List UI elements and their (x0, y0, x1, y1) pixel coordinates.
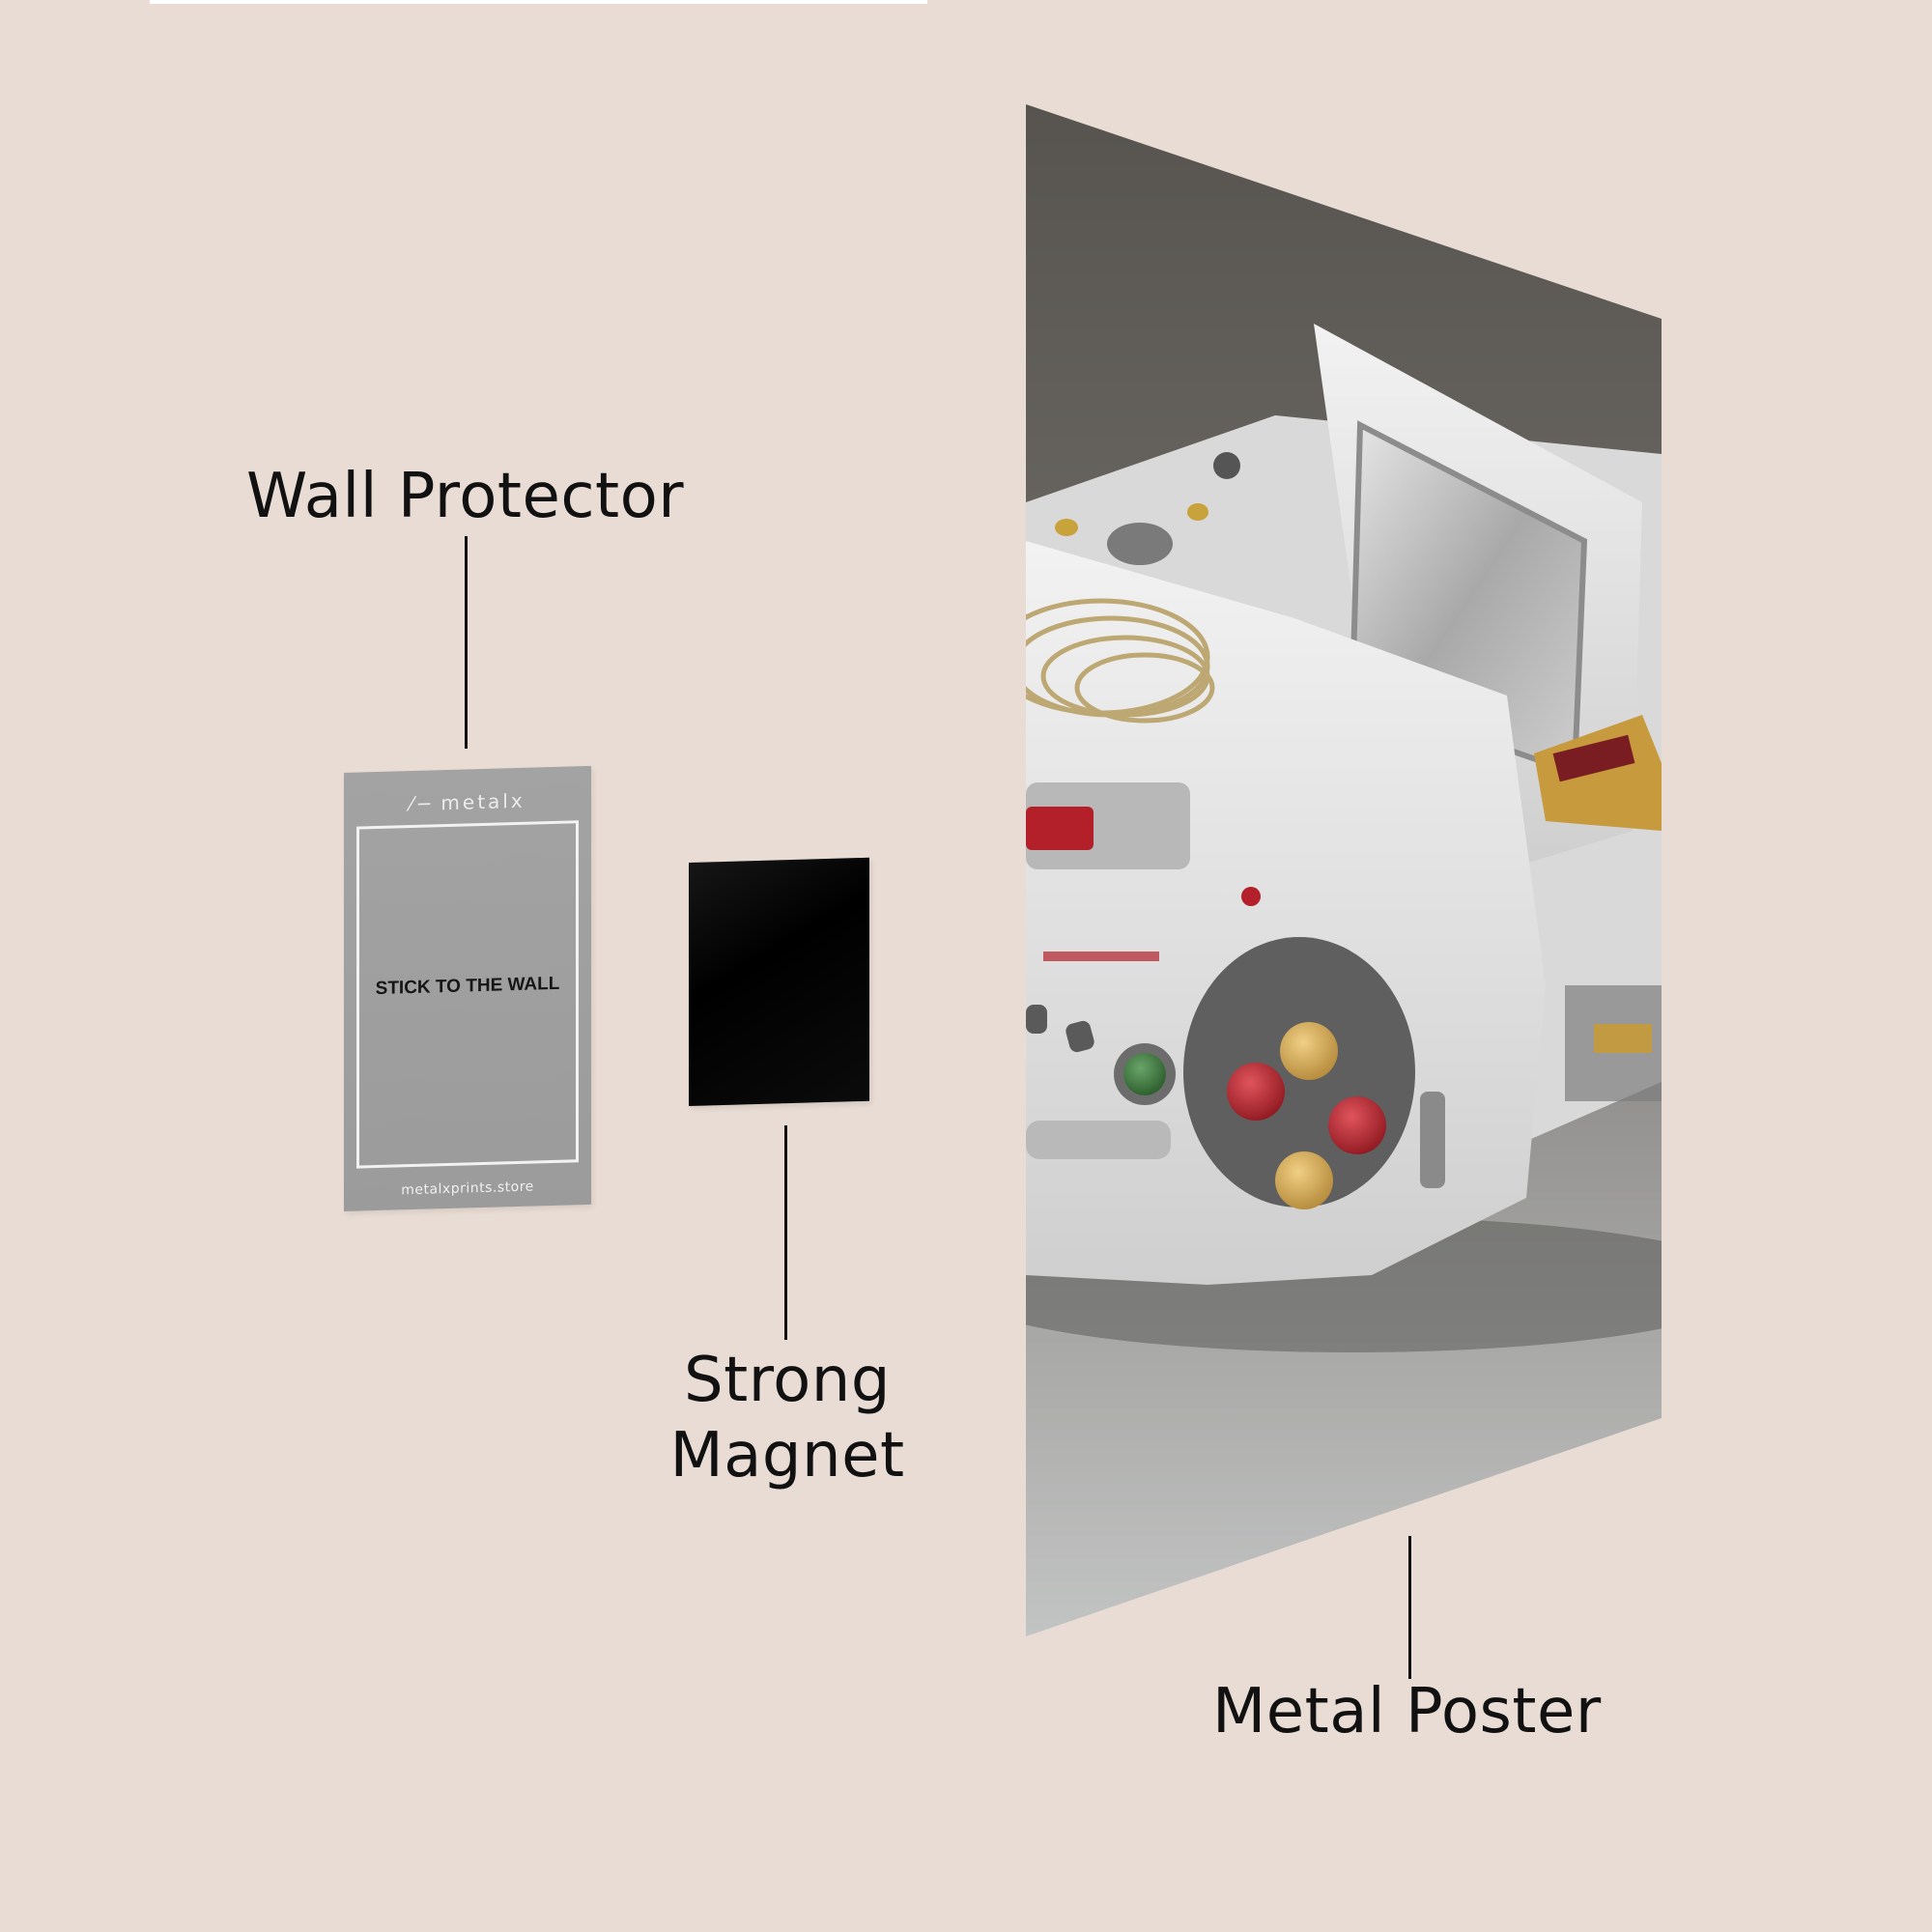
top-yellow-button-left (1055, 519, 1078, 536)
wall-protector-leader-line (465, 536, 468, 749)
metal-poster-label: Metal Poster (1212, 1676, 1602, 1747)
action-button-left (1227, 1063, 1285, 1121)
side-vent (1420, 1092, 1445, 1188)
top-small-button (1213, 452, 1240, 479)
action-button-bottom (1275, 1151, 1333, 1209)
metal-poster-leader-line (1408, 1536, 1411, 1679)
green-button (1123, 1053, 1166, 1095)
strong-magnet-label-line2: Magnet (669, 1420, 905, 1492)
status-light (1241, 887, 1261, 906)
action-button-right (1328, 1096, 1386, 1154)
top-grey-button (1107, 523, 1173, 565)
side-mechanics-gold (1594, 1024, 1652, 1053)
cable-coil-icon (1026, 598, 1215, 724)
side-button-1 (1026, 1005, 1047, 1034)
brand-text-mark (1043, 952, 1159, 961)
bottom-grip (1026, 1121, 1171, 1159)
top-yellow-button-right (1187, 503, 1208, 521)
action-button-top (1280, 1022, 1338, 1080)
strong-magnet-label: Strong Magnet (618, 1343, 956, 1493)
cartridge-label (1552, 734, 1635, 782)
top-edge-strip (150, 0, 927, 4)
strong-magnet-leader-line (784, 1125, 787, 1340)
strong-magnet-label-line1: Strong (684, 1345, 891, 1416)
tape-slot-red-panel (1026, 807, 1094, 850)
side-button-2 (1065, 1020, 1094, 1053)
wall-protector-label: Wall Protector (246, 461, 685, 532)
